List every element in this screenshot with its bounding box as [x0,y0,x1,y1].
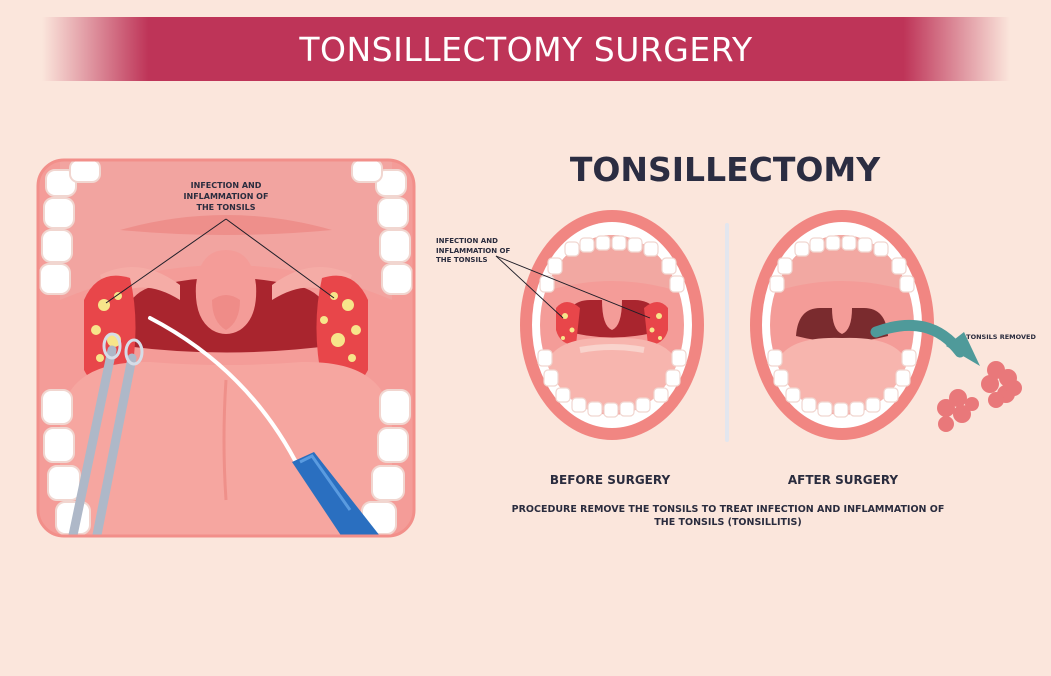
tonsillectomy-heading: TONSILLECTOMY [569,150,881,189]
before-mouth [520,210,704,440]
before-surgery-label: BEFORE SURGERY [549,473,671,487]
left-infection-label: INFECTION AND INFLAMMATION OF THE TONSIL… [183,181,269,212]
banner-title: TONSILLECTOMY SURGERY [299,29,753,69]
procedure-caption: PROCEDURE REMOVE THE TONSILS TO TREAT IN… [511,504,945,528]
after-mouth [750,210,934,440]
removal-arrow-icon [870,319,980,366]
removed-tonsils-icon [937,361,1022,432]
before-infection-label: INFECTION AND INFLAMMATION OF THE TONSIL… [436,237,511,264]
surgery-closeup-frame [36,158,416,538]
before-leader-lines [495,255,651,319]
title-banner: TONSILLECTOMY SURGERY [42,17,1010,81]
tonsils-removed-label: TONSILS REMOVED [966,333,1036,341]
left-leader-lines [105,218,335,304]
after-surgery-label: AFTER SURGERY [787,473,899,487]
surgery-closeup [38,160,414,536]
